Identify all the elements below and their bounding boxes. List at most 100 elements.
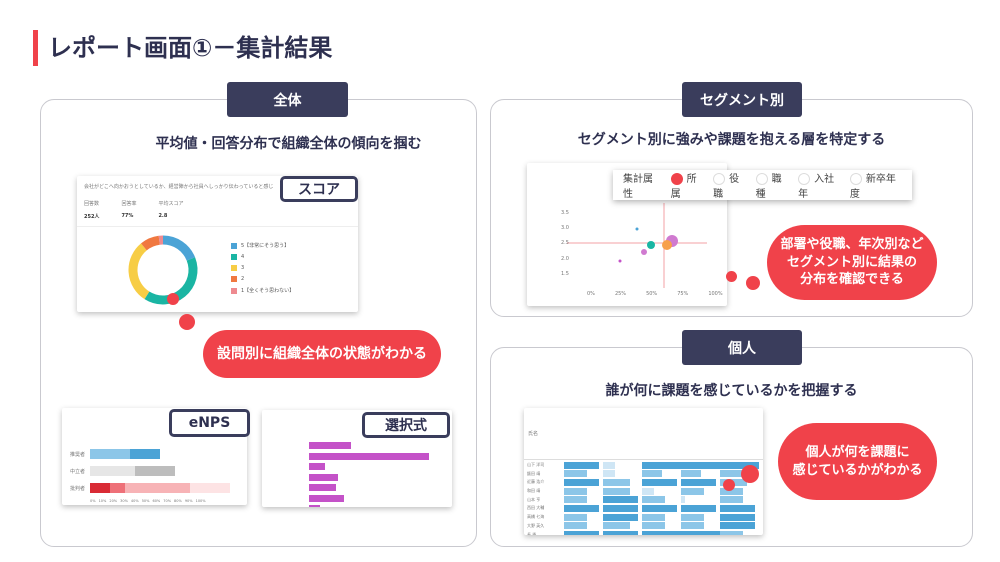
x-tick-label: 75% xyxy=(677,291,689,297)
score-cell xyxy=(681,531,720,535)
radio-icon[interactable] xyxy=(670,173,683,185)
individual-table-card: 氏名 山下 洋司飯田 靖近藤 浩介和田 靖山本 亨西田 大輔高橋 七海大野 英久… xyxy=(524,408,763,535)
radio-icon[interactable] xyxy=(713,173,726,185)
score-bar xyxy=(720,496,744,504)
segment-option-0[interactable]: 所属 xyxy=(670,170,705,200)
x-tick-label: 100% xyxy=(708,291,723,297)
thought-dot-small xyxy=(167,293,179,305)
table-row[interactable]: 山本 亨 xyxy=(524,496,763,504)
callout-line: 個人が何を課題に xyxy=(805,444,910,460)
table-row[interactable]: 大野 英久 xyxy=(524,522,763,530)
segment-option-1[interactable]: 役職 xyxy=(713,170,747,200)
score-cell xyxy=(720,504,759,512)
score-cell xyxy=(564,504,603,512)
score-bar xyxy=(720,504,756,512)
person-name: 高橋 七海 xyxy=(527,514,545,520)
thought-dot-small xyxy=(726,271,737,282)
score-bar xyxy=(642,470,662,478)
y-tick-label: 1.5 xyxy=(561,271,569,277)
score-cell xyxy=(603,478,642,486)
tick-label: 60% xyxy=(152,499,161,503)
person-name: 和田 靖 xyxy=(527,488,541,494)
score-bar xyxy=(564,531,600,535)
score-label: スコア xyxy=(280,176,358,202)
score-cell xyxy=(720,470,759,478)
table-row[interactable]: 長 香 xyxy=(524,531,763,536)
donut-slice xyxy=(128,243,150,300)
segment-option-2[interactable]: 職種 xyxy=(755,170,790,200)
y-tick-label: 2.5 xyxy=(561,240,569,246)
legend-swatch xyxy=(231,242,237,249)
score-cell xyxy=(564,522,603,530)
score-cell xyxy=(642,496,681,504)
score-cell xyxy=(720,496,759,504)
score-cell xyxy=(642,522,681,530)
score-bar xyxy=(564,504,600,512)
score-bar xyxy=(681,470,701,478)
enps-bar xyxy=(90,449,160,459)
score-bar xyxy=(681,531,720,535)
overall-subtitle: 平均値・回答分布で組織全体の傾向を掴む xyxy=(155,136,422,152)
score-cell xyxy=(603,470,642,478)
table-row[interactable]: 西田 大輔 xyxy=(524,504,763,512)
score-cell xyxy=(720,513,759,521)
choice-label: 選択式 xyxy=(362,412,450,438)
enps-row-label: 中立者 xyxy=(70,468,86,475)
individual-callout: 個人が何を課題に 感じているかがわかる xyxy=(778,423,937,500)
table-row[interactable]: 飯田 靖 xyxy=(524,470,763,478)
enps-row: 批判者 xyxy=(70,482,230,494)
segment-attribute-selector[interactable]: 集計属性 所属役職職種入社年新卒年度 xyxy=(613,170,912,200)
legend-item: 3 xyxy=(231,265,294,271)
score-bar xyxy=(720,470,748,478)
score-bar xyxy=(681,513,705,521)
table-row[interactable]: 山下 洋司 xyxy=(524,461,763,469)
score-cell xyxy=(720,531,759,535)
tick-label: 80% xyxy=(174,499,182,503)
callout-line: 部署や役職、年次別など xyxy=(780,237,924,253)
tick-label: 30% xyxy=(120,499,128,503)
score-bar xyxy=(603,522,631,530)
score-bar xyxy=(603,531,639,535)
enps-bar-segment xyxy=(90,466,135,476)
enps-bar-segment xyxy=(110,483,125,493)
score-cell xyxy=(681,522,720,530)
tick-label: 90% xyxy=(184,499,193,503)
stat-label: 回答率 xyxy=(121,201,137,207)
scatter-point xyxy=(647,241,655,249)
score-cell xyxy=(603,504,642,512)
legend-label: 1【全くそう思わない】 xyxy=(241,288,295,294)
table-row[interactable]: 高橋 七海 xyxy=(524,513,763,521)
score-cell xyxy=(681,496,720,504)
legend-label: 5【非常にそう思う】 xyxy=(241,243,290,249)
thought-dot-small xyxy=(723,479,735,491)
choice-bar xyxy=(309,494,345,502)
score-cell xyxy=(603,487,642,495)
tick-label: 10% xyxy=(98,499,107,503)
choice-bar xyxy=(309,484,337,491)
person-name: 長 香 xyxy=(527,531,537,536)
segment-option-4[interactable]: 新卒年度 xyxy=(849,170,902,200)
choice-bar xyxy=(309,505,321,507)
score-bar xyxy=(564,513,588,521)
enps-row: 推奨者 xyxy=(70,448,230,460)
person-name: 山下 洋司 xyxy=(527,462,545,467)
overall-callout: 設問別に組織全体の状態がわかる xyxy=(203,330,441,378)
name-header: 氏名 xyxy=(528,431,539,437)
score-cell xyxy=(642,513,681,521)
score-bar xyxy=(564,478,600,486)
scatter-point xyxy=(618,259,622,263)
score-bar xyxy=(603,496,639,504)
score-cell xyxy=(603,496,642,504)
donut-slice xyxy=(144,257,198,305)
radio-icon[interactable] xyxy=(849,173,862,185)
x-tick-label: 25% xyxy=(614,291,627,297)
table-row[interactable]: 和田 靖 xyxy=(524,487,763,495)
segment-option-3[interactable]: 入社年 xyxy=(798,170,841,200)
radio-icon[interactable] xyxy=(798,173,811,185)
score-cell xyxy=(564,531,603,535)
callout-line: セグメント別に結果の xyxy=(786,254,917,270)
thought-dot xyxy=(746,276,760,290)
radio-icon[interactable] xyxy=(755,173,768,185)
